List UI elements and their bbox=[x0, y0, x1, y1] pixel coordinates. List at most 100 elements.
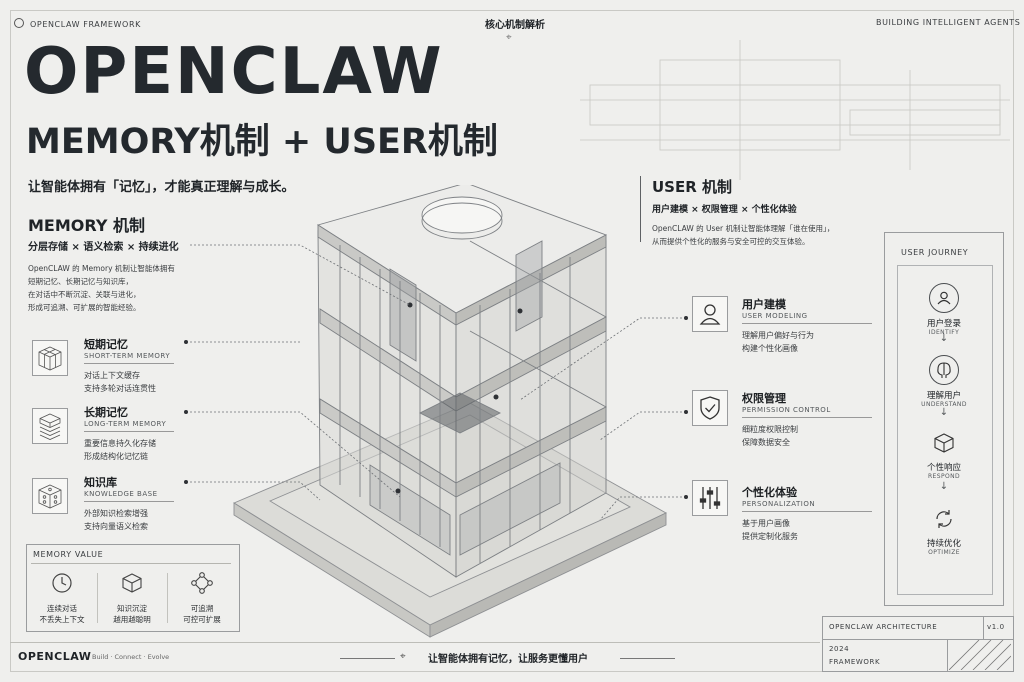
journey-step-label: 持续优化 bbox=[926, 539, 961, 549]
user-item-en: PERSONALIZATION bbox=[742, 500, 816, 508]
arrow-down-icon: ↓ bbox=[939, 481, 949, 492]
blueprint-lines bbox=[580, 40, 1010, 180]
memory-item-desc: 外部知识检索增强 bbox=[84, 509, 148, 518]
footer-center: 让智能体拥有记忆，让服务更懂用户 bbox=[428, 654, 588, 665]
memory-value-line: 知识沉淀 bbox=[117, 604, 147, 613]
user-item-desc: 保障数据安全 bbox=[742, 438, 790, 447]
memory-item-desc: 对话上下文缓存 bbox=[84, 371, 140, 380]
user-circle-icon bbox=[929, 283, 959, 313]
memory-intro: OpenCLAW 的 Memory 机制让智能体拥有 短期记忆、长期记忆与知识库… bbox=[28, 262, 175, 314]
user-item-desc: 细粒度权限控制 bbox=[742, 425, 798, 434]
user-journey-title: USER JOURNEY bbox=[901, 248, 969, 257]
hero-subtitle: MEMORY机制 + USER机制 bbox=[26, 122, 498, 162]
refresh-icon bbox=[930, 505, 958, 533]
footer-brand: OPENCLAW bbox=[18, 650, 92, 663]
memory-value-line: 越用越聪明 bbox=[113, 615, 151, 624]
user-journey-panel: USER JOURNEY 用户登录 IDENTIFY ↓ 理解用户 UNDERS… bbox=[884, 232, 1004, 606]
crosshair-icon: ⌖ bbox=[506, 32, 512, 43]
user-item-desc: 基于用户画像 bbox=[742, 519, 790, 528]
hero-title: OPENCLAW bbox=[24, 35, 444, 109]
memory-value-title: MEMORY VALUE bbox=[33, 550, 104, 559]
memory-item-desc: 重要信息持久化存储 bbox=[84, 439, 156, 448]
memory-keywords: 分层存储 × 语义检索 × 持续进化 bbox=[28, 242, 179, 253]
user-item-desc: 理解用户偏好与行为 bbox=[742, 331, 814, 340]
memory-item-desc: 支持多轮对话连贯性 bbox=[84, 384, 156, 393]
journey-step: 理解用户 UNDERSTAND bbox=[885, 355, 1003, 408]
user-intro: OpenCLAW 的 User 机制让智能体理解「谁在使用」， 从而提供个性化的… bbox=[652, 222, 834, 248]
user-icon bbox=[692, 296, 728, 332]
journey-step: 持续优化 OPTIMIZE bbox=[885, 505, 1003, 556]
memory-item-title: 长期记忆 bbox=[84, 406, 128, 419]
divider bbox=[31, 563, 231, 564]
building-illustration bbox=[233, 185, 667, 638]
arrow-down-icon: ↓ bbox=[939, 407, 949, 418]
journey-step-en: RESPOND bbox=[927, 473, 961, 480]
network-icon bbox=[191, 572, 213, 594]
brain-icon bbox=[929, 355, 959, 385]
memory-intro-line: 短期记忆、长期记忆与知识库， bbox=[28, 277, 133, 286]
arrow-down-icon: ↓ bbox=[939, 333, 949, 344]
sliders-icon bbox=[692, 480, 728, 516]
memory-intro-line: OpenCLAW 的 Memory 机制让智能体拥有 bbox=[28, 264, 175, 273]
memory-item-kb: 知识库 KNOWLEDGE BASE 外部知识检索增强 支持向量语义检索 bbox=[84, 474, 174, 533]
divider bbox=[167, 573, 168, 623]
memory-intro-line: 形成可追溯、可扩展的智能经验。 bbox=[28, 303, 141, 312]
user-title: USER 机制 bbox=[652, 178, 733, 196]
divider bbox=[340, 658, 395, 659]
journey-step-en: IDENTIFY bbox=[928, 329, 960, 336]
hatch-pattern bbox=[949, 640, 1011, 670]
journey-step-label: 理解用户 bbox=[926, 391, 961, 401]
journey-step-en: UNDERSTAND bbox=[921, 401, 967, 408]
memory-value-item: 知识沉淀越用越聪明 bbox=[97, 571, 167, 625]
clock-icon bbox=[52, 573, 72, 593]
knowledge-cube-icon bbox=[32, 478, 68, 514]
divider bbox=[640, 176, 641, 242]
memory-item-desc: 支持向量语义检索 bbox=[84, 522, 148, 531]
memory-value-line: 可追溯 bbox=[190, 604, 214, 613]
user-item-desc: 提供定制化服务 bbox=[742, 532, 798, 541]
footer-version: v1.0 bbox=[987, 623, 1005, 631]
memory-title: MEMORY 机制 bbox=[28, 216, 145, 235]
user-item-personalization: 个性化体验 PERSONALIZATION 基于用户画像 提供定制化服务 bbox=[742, 484, 872, 543]
journey-step: 用户登录 IDENTIFY bbox=[885, 283, 1003, 336]
user-item-en: USER MODELING bbox=[742, 312, 808, 320]
memory-value-line: 连续对话 bbox=[47, 604, 77, 613]
memory-item-title: 短期记忆 bbox=[84, 338, 128, 351]
user-item-title: 个性化体验 bbox=[742, 486, 797, 499]
memory-value-item: 可追溯可控可扩展 bbox=[167, 571, 237, 625]
divider bbox=[10, 642, 820, 643]
box-icon bbox=[122, 573, 142, 593]
memory-item-en: KNOWLEDGE BASE bbox=[84, 490, 158, 498]
journey-step-label: 个性响应 bbox=[926, 463, 961, 473]
footer-arch: OPENCLAW ARCHITECTURE bbox=[829, 623, 938, 631]
divider bbox=[983, 617, 984, 639]
user-item-permission: 权限管理 PERMISSION CONTROL 细粒度权限控制 保障数据安全 bbox=[742, 390, 872, 449]
journey-step-label: 用户登录 bbox=[926, 319, 961, 329]
cube-icon bbox=[930, 429, 958, 457]
user-intro-line: OpenCLAW 的 User 机制让智能体理解「谁在使用」， bbox=[652, 224, 835, 233]
architecture-stamp: OPENCLAW ARCHITECTURE v1.0 2024 FRAMEWOR… bbox=[822, 616, 1014, 672]
memory-value-line: 可控可扩展 bbox=[183, 615, 221, 624]
memory-value-box: MEMORY VALUE 连续对话不丢失上下文 知识沉淀越用越聪明 可追溯可控可… bbox=[26, 544, 240, 632]
divider bbox=[947, 639, 948, 671]
crosshair-icon bbox=[14, 18, 24, 28]
user-item-en: PERMISSION CONTROL bbox=[742, 406, 831, 414]
divider bbox=[823, 639, 1013, 640]
memory-value-line: 不丢失上下文 bbox=[39, 615, 85, 624]
user-item-title: 权限管理 bbox=[742, 392, 786, 405]
divider bbox=[97, 573, 98, 623]
outer-frame bbox=[10, 10, 1014, 672]
memory-item-long: 长期记忆 LONG-TERM MEMORY 重要信息持久化存储 形成结构化记忆链 bbox=[84, 404, 174, 463]
journey-step: 个性响应 RESPOND bbox=[885, 429, 1003, 480]
memory-value-item: 连续对话不丢失上下文 bbox=[27, 571, 97, 625]
footer-year: 2024 bbox=[829, 645, 850, 653]
target-icon: ⌖ bbox=[400, 651, 406, 662]
header-left: OPENCLAW FRAMEWORK bbox=[14, 18, 141, 29]
journey-inner-frame bbox=[897, 265, 993, 595]
memory-item-en: SHORT-TERM MEMORY bbox=[84, 352, 171, 360]
memory-item-en: LONG-TERM MEMORY bbox=[84, 420, 167, 428]
user-item-modeling: 用户建模 USER MODELING 理解用户偏好与行为 构建个性化画像 bbox=[742, 296, 872, 355]
header-center: 核心机制解析 bbox=[485, 20, 545, 31]
cube-grid-icon bbox=[32, 340, 68, 376]
divider bbox=[620, 658, 675, 659]
